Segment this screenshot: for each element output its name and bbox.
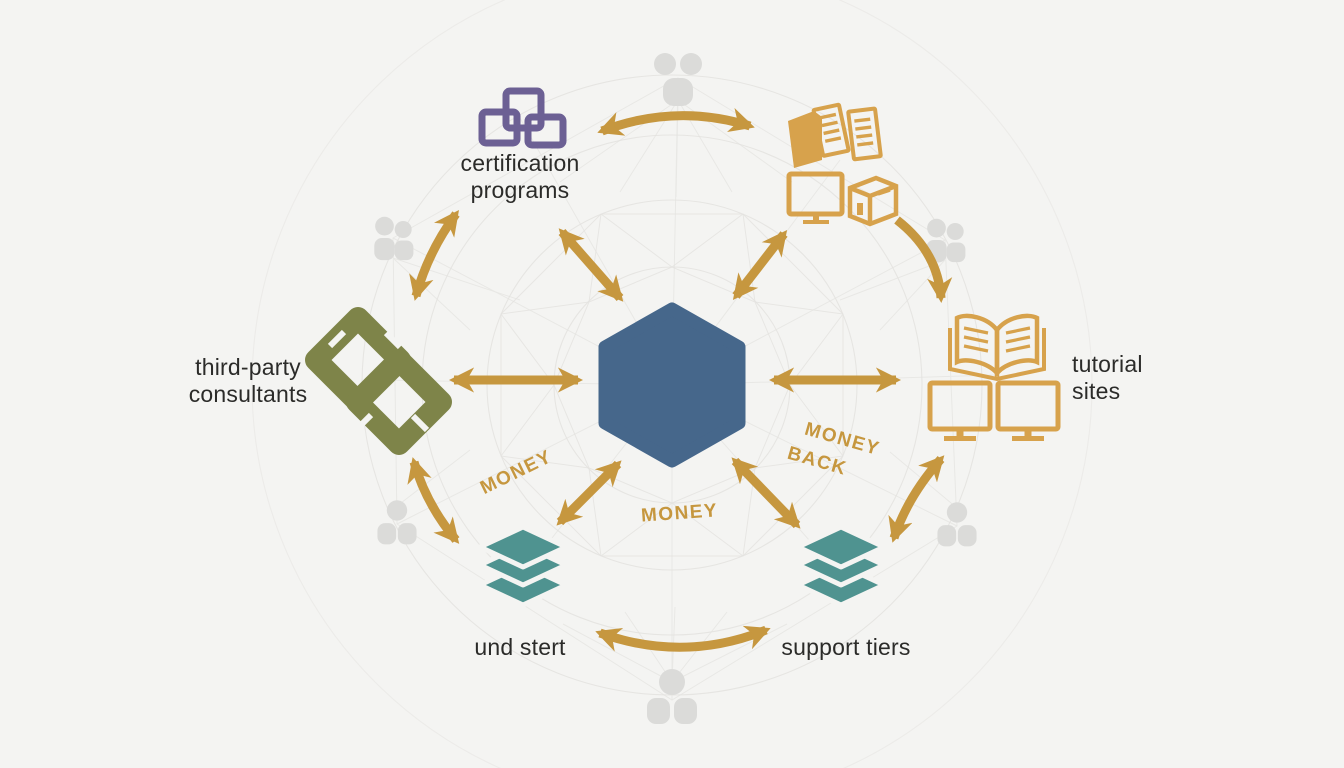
arrow-tutorial-support (888, 455, 945, 543)
monitor-icon (786, 171, 845, 224)
node-label-third-party-consultants: third-party consultants (148, 354, 348, 408)
arrow-consultants-undstert (407, 457, 460, 544)
node-label-support-tiers: support tiers (756, 634, 936, 661)
label-line: sites (1072, 378, 1121, 405)
woven-knot-icon (305, 307, 452, 455)
arrow-undstert-support (595, 625, 771, 652)
people-icons (374, 53, 977, 724)
arrow-consultants-certification (409, 209, 460, 301)
chain-links-icon (478, 87, 567, 149)
label-line: support tiers (781, 634, 911, 660)
arrow-certification-resources (597, 107, 755, 136)
people-group-icon (647, 669, 697, 724)
stacked-layers-icon (477, 524, 569, 608)
node-label-certification-programs: certification programs (420, 150, 620, 204)
node-label-tutorial-sites: tutorial sites (1072, 351, 1212, 405)
people-group-icon (374, 216, 414, 261)
arrow-resources-tutorial (894, 216, 953, 304)
open-book-icon (948, 313, 1046, 382)
label-line: tutorial (1072, 351, 1143, 377)
arrow-hub-support (731, 457, 801, 529)
label-line: consultants (188, 381, 308, 408)
node-label-und-stert: und stert (430, 634, 610, 661)
stacked-layers-icon (795, 524, 887, 608)
folder-documents-monitor-box-icons (786, 102, 899, 227)
folder-icon (788, 111, 822, 168)
people-group-icon (654, 53, 702, 106)
document-icon (811, 102, 851, 158)
box-icon (847, 175, 899, 227)
monitor-icon (927, 380, 993, 441)
label-line: third-party (195, 354, 301, 380)
arrow-resources-hub (732, 230, 788, 300)
document-icon (846, 106, 883, 162)
arrow-certification-hub (558, 228, 624, 302)
open-book-monitors-icon (927, 313, 1061, 441)
label-line: programs (470, 177, 570, 204)
monitor-icon (995, 380, 1061, 441)
label-line: certification (460, 150, 580, 176)
hexagon-icon (598, 302, 746, 468)
arrow-hub-undstert (556, 460, 622, 526)
label-line: und stert (474, 634, 566, 660)
